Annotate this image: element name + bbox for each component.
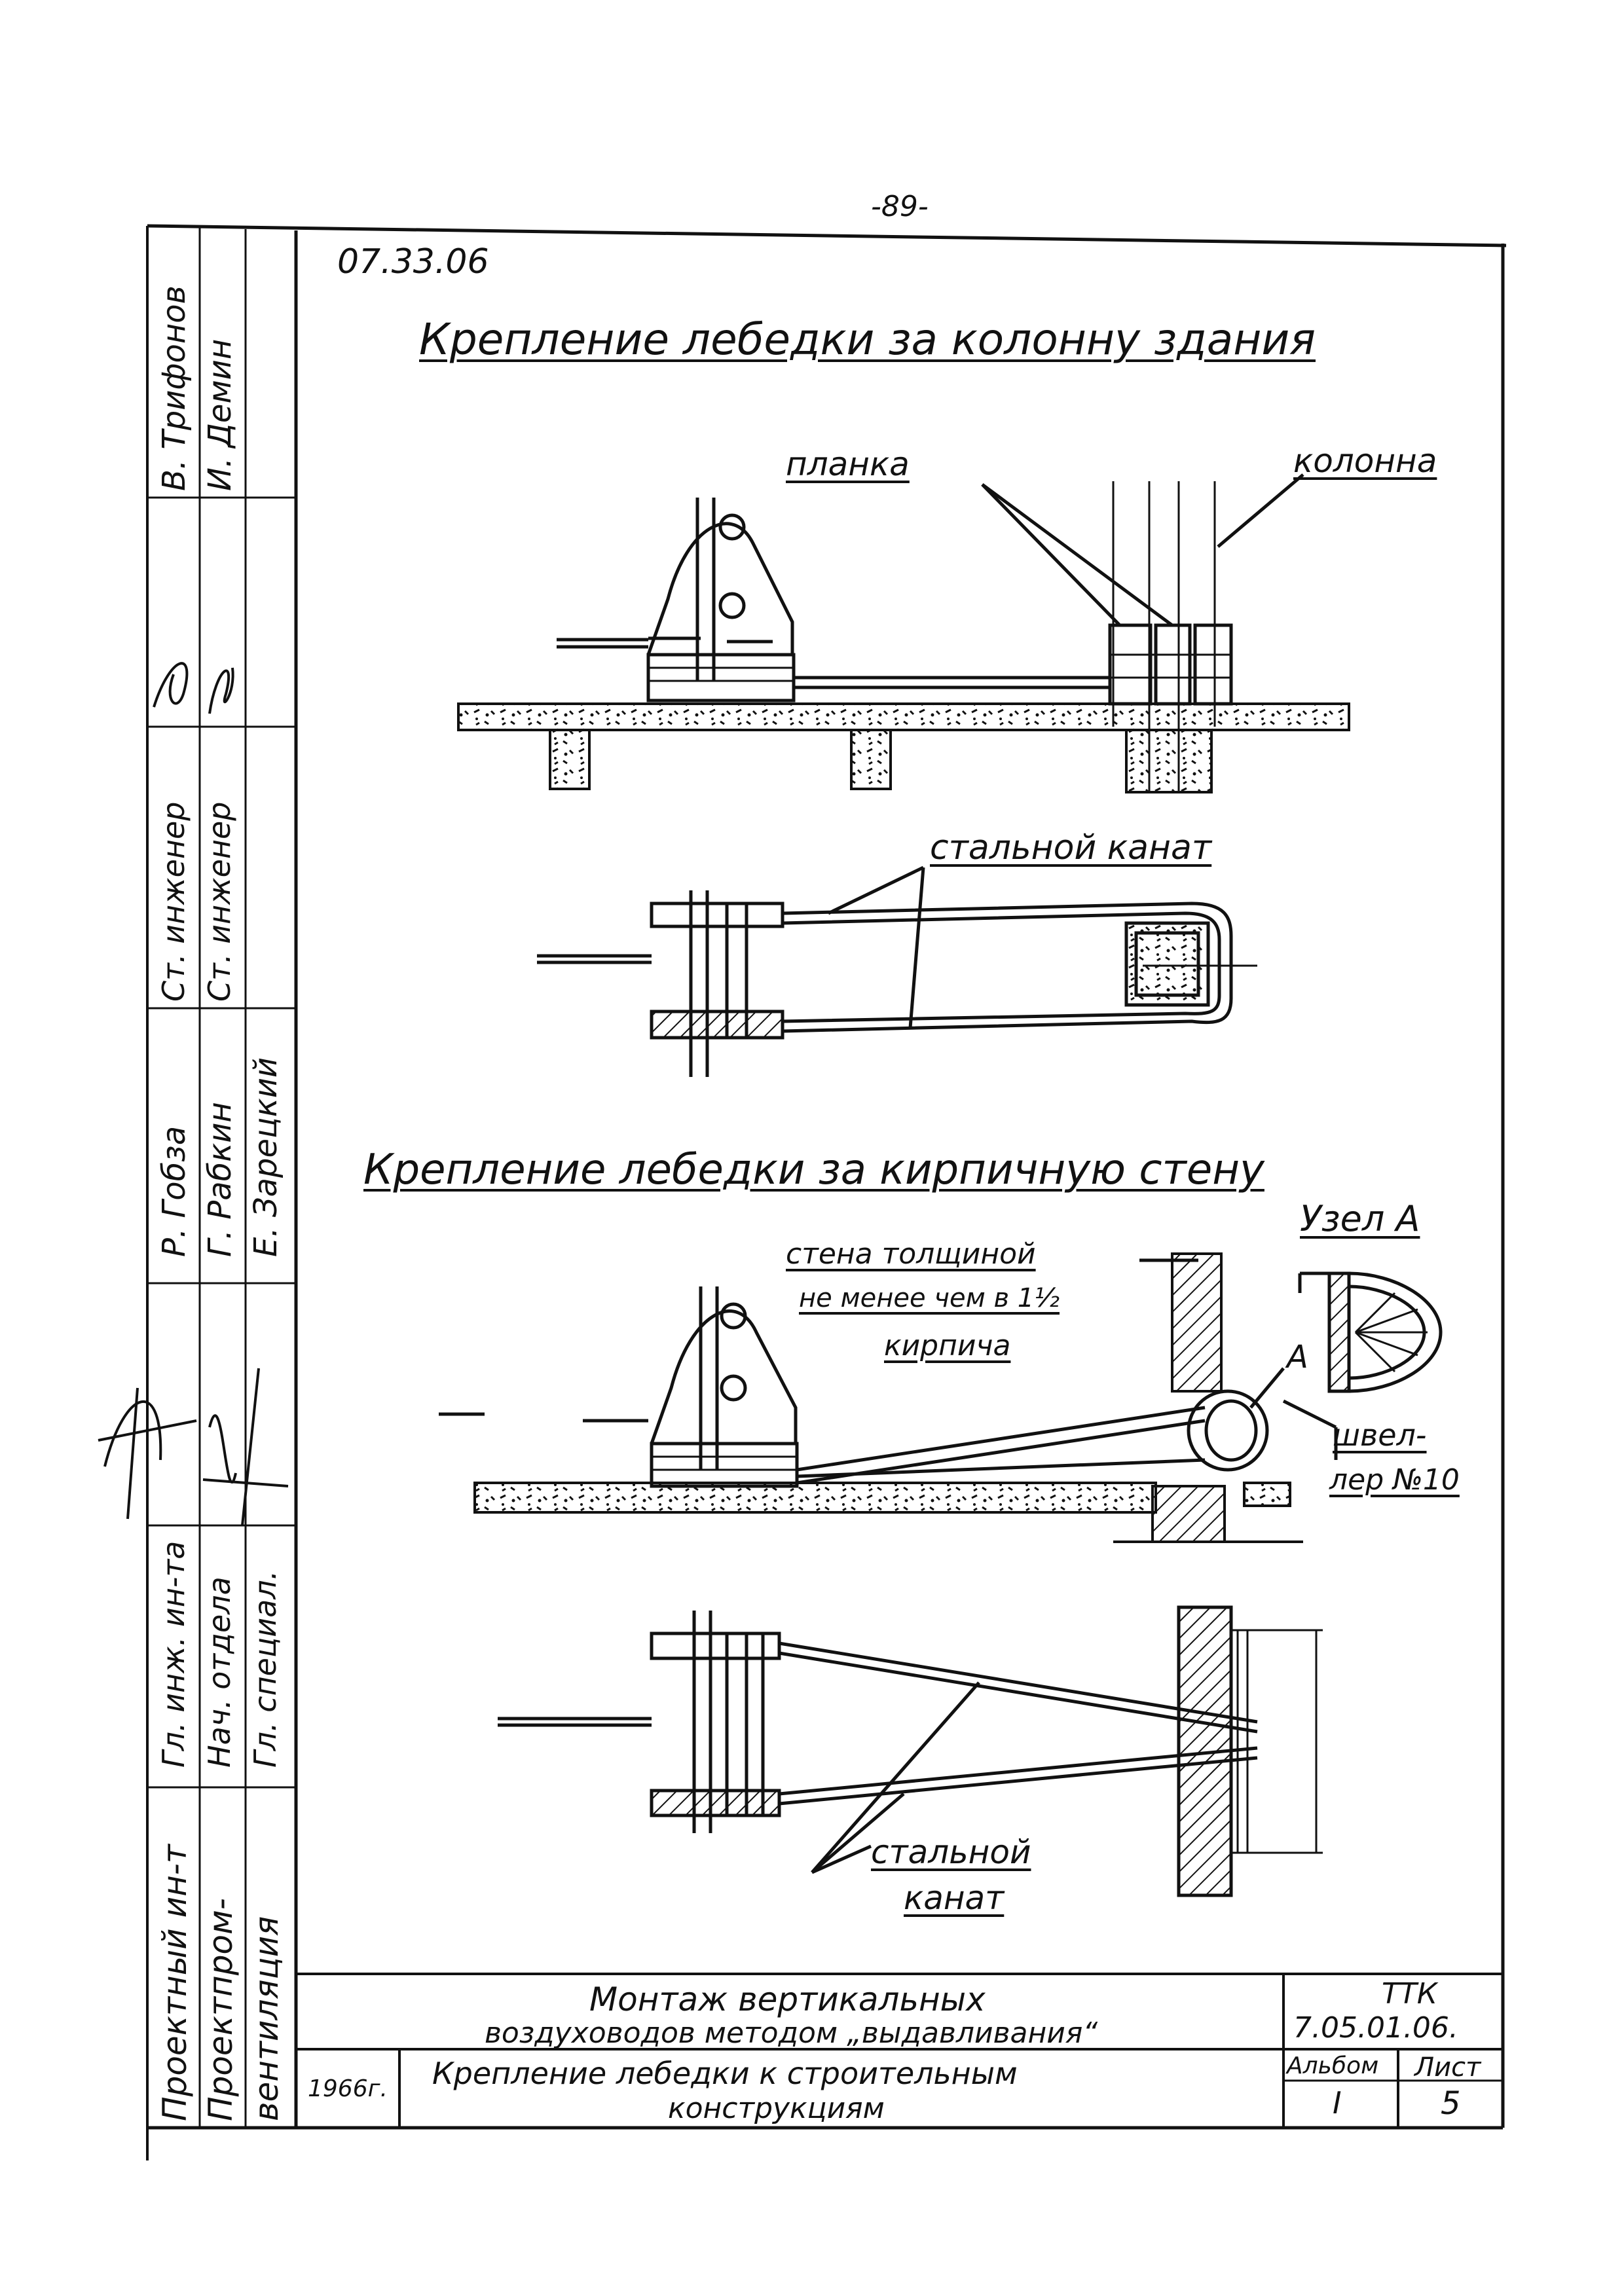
label-rope-top: стальной канат [930,828,1212,867]
label-uzel-a: Узел А [1300,1198,1420,1239]
floor-slab-1 [457,702,1350,731]
label-rope-bottom-1: стальной [871,1833,1031,1871]
label-kolonna: колонна [1293,442,1437,480]
winch-plan-2 [498,1605,1323,1897]
winch-elevation-2 [439,1258,1338,1488]
sheet-label: Лист [1414,2052,1481,2083]
drawing-code: 07.33.06 [337,242,489,282]
brick-wall-elevation [1171,1252,1223,1393]
album-label: Альбом [1287,2052,1379,2079]
sheet-value: 5 [1441,2085,1461,2122]
sheet-title-line1: Крепление лебедки к строительным [432,2056,1018,2091]
label-point-a: А [1287,1339,1308,1376]
title-line1: Монтаж вертикальных [589,1980,986,2018]
album-value: I [1333,2085,1342,2121]
label-wall-3: кирпича [884,1329,1011,1362]
year: 1966г. [308,2075,388,2102]
winch-plan-1 [537,866,1257,1077]
label-channel-1: швел- [1333,1417,1427,1453]
ttk-label: ТТК [1382,1977,1437,2011]
node-a-detail [1298,1271,1443,1393]
title-line2: воздуховодов методом „выдавливания“ [485,2016,1098,2050]
label-rope-bottom-2: канат [904,1879,1005,1917]
page-number: -89- [871,190,929,223]
label-wall-1: стена толщиной [786,1237,1036,1271]
heading-brick: Крепление лебедки за кирпичную стену [363,1146,1264,1194]
label-channel-2: лер №10 [1329,1463,1460,1497]
label-wall-2: не менее чем в 1½ [799,1283,1060,1313]
heading-column: Крепление лебедки за колонну здания [419,314,1316,365]
floor-slab-2 [473,1482,1157,1514]
label-planka: планка [786,445,910,483]
sheet-title-line2: конструкциям [668,2092,885,2125]
ttk-code: 7.05.01.06. [1293,2011,1458,2045]
